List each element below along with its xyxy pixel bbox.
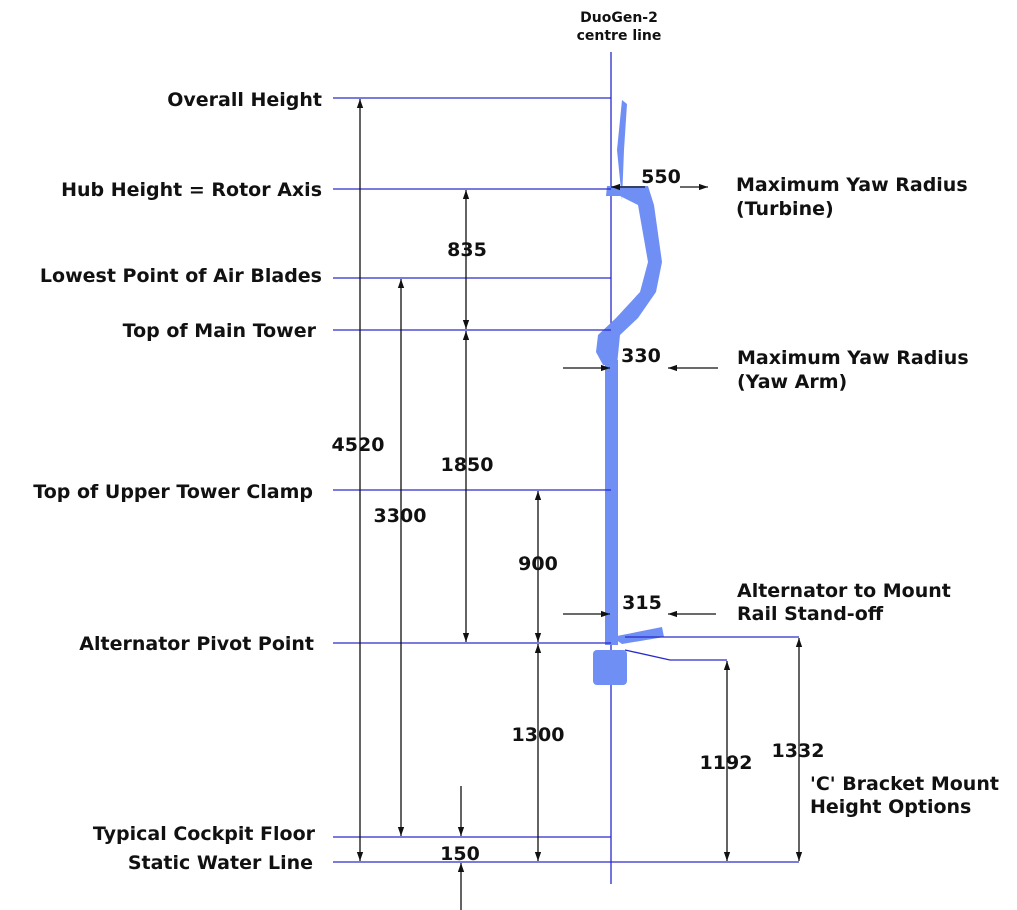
- dim-tower-to-pivot: 1850: [441, 454, 494, 476]
- dim-hub-to-tower: 835: [447, 239, 487, 261]
- dim-bracket-low: 1192: [700, 752, 753, 774]
- label-overall-height: Overall Height: [167, 89, 322, 111]
- dim-standoff: 315: [622, 592, 662, 614]
- vertical-dimensions: [356, 99, 803, 910]
- label-top-main-tower: Top of Main Tower: [123, 320, 317, 342]
- side-yaw-turbine-line2: (Turbine): [736, 198, 834, 220]
- dimension-values: 4520 3300 835 1850 900 1300 150 1192 133…: [332, 166, 825, 865]
- level-labels: Overall Height Hub Height = Rotor Axis L…: [33, 89, 322, 874]
- side-yaw-arm-line2: (Yaw Arm): [737, 371, 847, 393]
- dim-overall: 4520: [332, 434, 385, 456]
- side-standoff-line2: Rail Stand-off: [737, 603, 884, 625]
- centreline-label-line1: DuoGen-2: [580, 10, 658, 26]
- dim-pivot-to-water: 1300: [512, 724, 565, 746]
- side-yaw-arm-line1: Maximum Yaw Radius: [737, 347, 969, 369]
- dim-floor-to-water: 150: [440, 843, 480, 865]
- dim-yaw-arm: 330: [621, 345, 661, 367]
- side-yaw-turbine-line1: Maximum Yaw Radius: [736, 174, 968, 196]
- dim-air-blades: 3300: [374, 505, 427, 527]
- label-top-upper-clamp: Top of Upper Tower Clamp: [33, 481, 313, 503]
- side-bracket-line1: 'C' Bracket Mount: [810, 773, 999, 795]
- label-lowest-air-blades: Lowest Point of Air Blades: [40, 265, 322, 287]
- label-cockpit-floor: Typical Cockpit Floor: [93, 823, 316, 845]
- side-labels: Maximum Yaw Radius (Turbine) Maximum Yaw…: [736, 174, 999, 818]
- side-bracket-line2: Height Options: [810, 796, 971, 818]
- turbine-silhouette: [593, 100, 664, 685]
- dim-bracket-high: 1332: [772, 740, 825, 762]
- label-alternator-pivot: Alternator Pivot Point: [79, 633, 314, 655]
- label-water-line: Static Water Line: [128, 852, 313, 874]
- reference-lines: [333, 97, 799, 863]
- centreline-label-line2: centre line: [577, 28, 662, 44]
- side-standoff-line1: Alternator to Mount: [737, 580, 951, 602]
- label-hub-height: Hub Height = Rotor Axis: [61, 179, 322, 201]
- dim-clamp-to-pivot: 900: [518, 553, 558, 575]
- dim-yaw-turbine: 550: [641, 166, 681, 188]
- horizontal-dimensions: [563, 183, 718, 618]
